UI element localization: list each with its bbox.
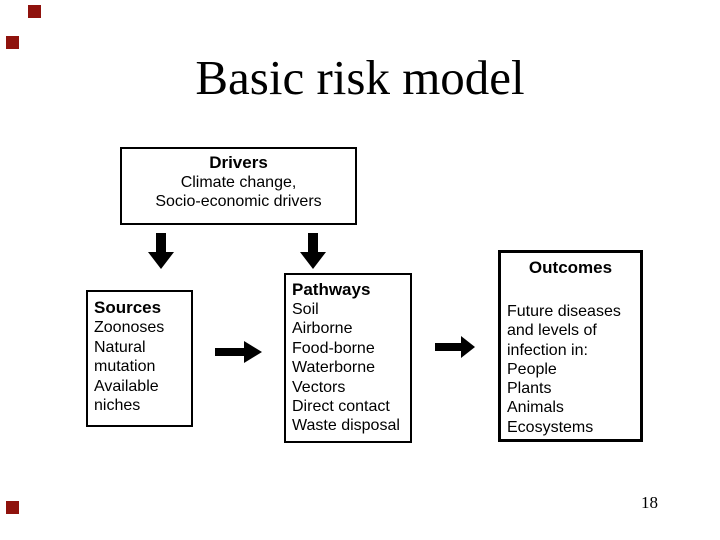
page-number: 18 (641, 493, 658, 512)
down-arrow-left-icon (148, 233, 174, 269)
sources-line: Available (94, 377, 159, 395)
accent-square-bottom (6, 501, 19, 514)
outcomes-line: Ecosystems (507, 418, 594, 436)
accent-square-top-1 (28, 5, 41, 18)
down-arrow-right-icon (300, 233, 326, 269)
pathways-line: Soil (292, 301, 319, 318)
outcomes-heading: Outcomes (528, 258, 613, 277)
pathways-line: Waterborne (292, 359, 375, 377)
outcomes-line: Plants (507, 380, 552, 398)
drivers-line: Socio-economic drivers (155, 193, 322, 210)
outcomes-line: Future diseases (507, 303, 621, 320)
outcomes-box: Outcomes Future diseases and levels of i… (498, 250, 643, 442)
accent-square-top-2 (6, 36, 19, 49)
sources-box: Sources Zoonoses Natural mutation Availa… (86, 290, 193, 427)
sources-line: Natural (94, 338, 146, 356)
sources-line: niches (94, 397, 141, 414)
outcomes-line: and levels of (507, 322, 597, 340)
slide-title: Basic risk model (195, 50, 525, 105)
pathways-line: Direct contact (292, 398, 390, 416)
right-arrow-pathways-to-outcomes-icon (435, 336, 475, 358)
sources-line: mutation (94, 358, 156, 375)
pathways-box: Pathways Soil Airborne Food-borne Waterb… (284, 273, 412, 443)
sources-heading: Sources (94, 298, 162, 317)
pathways-heading: Pathways (292, 280, 371, 299)
drivers-line: Climate change, (180, 174, 297, 191)
pathways-line: Waste disposal (292, 417, 400, 435)
outcomes-body: Future diseases and levels of infection … (501, 302, 640, 437)
drivers-heading: Drivers (209, 153, 268, 172)
drivers-box: Drivers Climate change, Socio-economic d… (120, 147, 357, 225)
pathways-line: Vectors (292, 378, 346, 396)
pathways-line: Airborne (292, 320, 353, 338)
pathways-line: Food-borne (292, 339, 375, 357)
outcomes-line: infection in: (507, 341, 588, 359)
sources-line: Zoonoses (94, 319, 165, 336)
right-arrow-sources-to-pathways-icon (215, 341, 262, 363)
outcomes-line: Animals (507, 399, 564, 417)
outcomes-line: People (507, 360, 557, 378)
